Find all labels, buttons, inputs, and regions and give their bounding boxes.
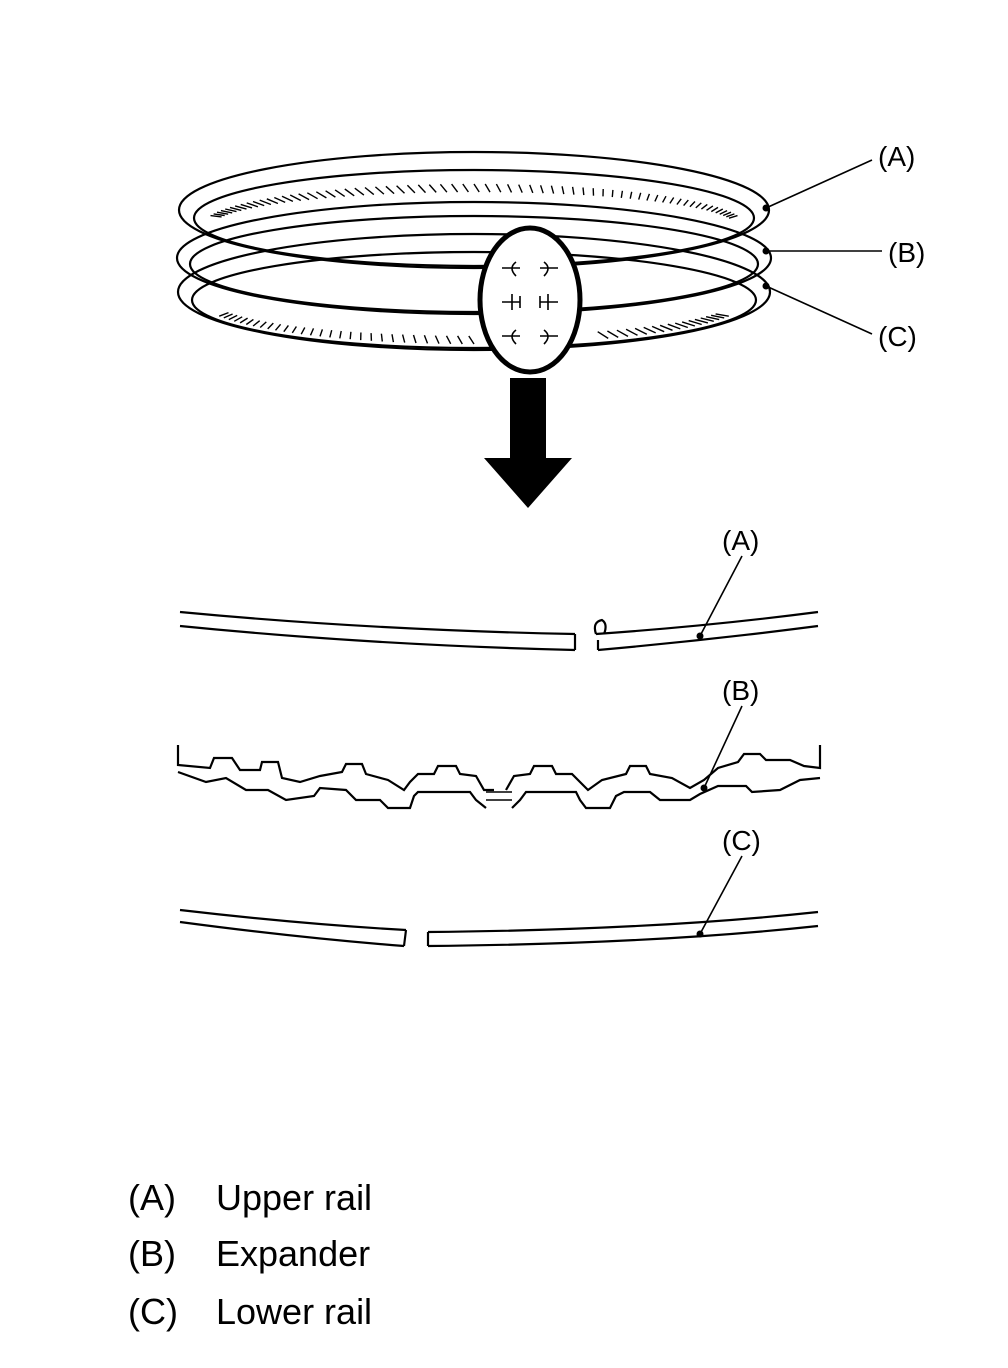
- upper-rail-detail: (A): [179, 525, 819, 652]
- upper-rail-ring: [177, 150, 771, 270]
- legend-key-b: (B): [128, 1233, 176, 1274]
- legend-item-b: (B) Expander: [128, 1236, 370, 1272]
- legend-item-a: (A) Upper rail: [128, 1180, 372, 1216]
- legend-label-b: Expander: [216, 1233, 371, 1274]
- callout-b-detail: (B): [722, 675, 759, 706]
- legend-key-c: (C): [128, 1291, 178, 1332]
- legend-item-c: (C) Lower rail: [128, 1294, 372, 1330]
- expander-ring: [210, 183, 738, 219]
- legend-key-a: (A): [128, 1177, 176, 1218]
- gap-highlight-oval: [477, 225, 583, 375]
- lower-rail-ring: [176, 232, 772, 352]
- callout-a-top: (A): [878, 141, 915, 172]
- callout-b-top: (B): [888, 237, 925, 268]
- legend-label-c: Lower rail: [216, 1291, 373, 1332]
- assembled-ring-set: (A) (B) (C): [175, 141, 925, 375]
- callout-c-top: (C): [878, 321, 917, 352]
- callout-c-detail: (C): [722, 825, 761, 856]
- legend-label-a: Upper rail: [216, 1177, 373, 1218]
- lower-rail-detail: (C): [179, 825, 819, 948]
- callout-a-detail: (A): [722, 525, 759, 556]
- down-arrow: [484, 378, 572, 508]
- expander-detail: (B): [176, 675, 822, 810]
